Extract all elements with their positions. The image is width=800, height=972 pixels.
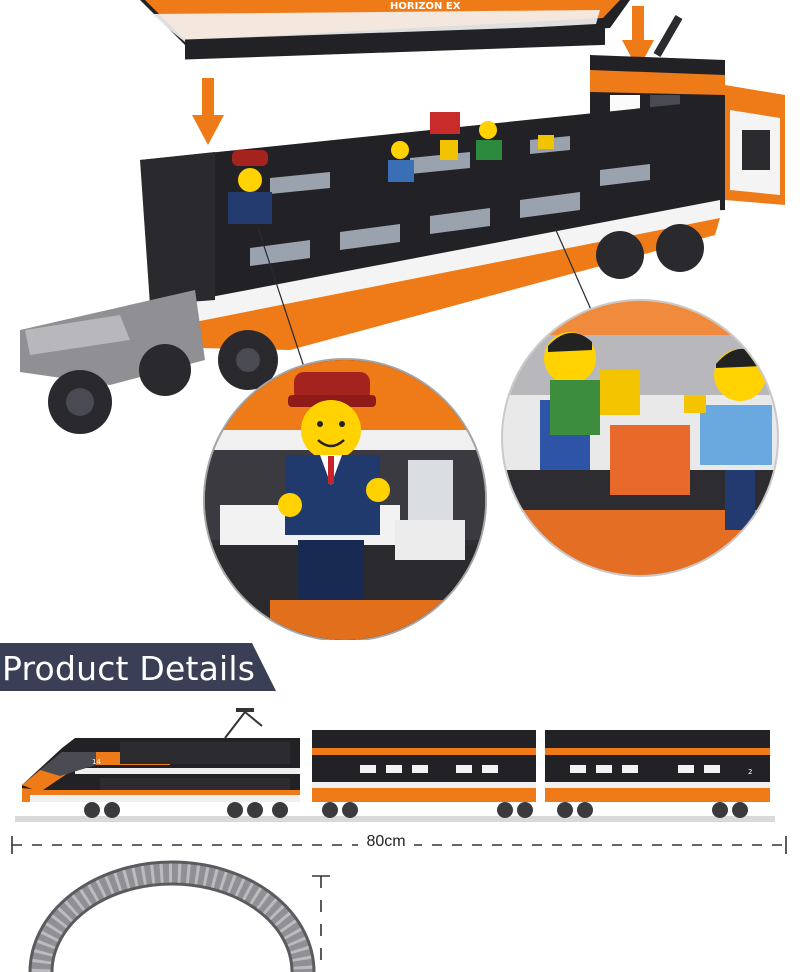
- zoom-bubble-conductor: [203, 358, 487, 640]
- train-car-body: [140, 14, 785, 350]
- roof-logo: HORIZON EX: [390, 1, 461, 12]
- zoom-bubble-passengers: [501, 299, 779, 577]
- bogie-left: [20, 224, 704, 434]
- section-title: Product Details: [2, 649, 256, 688]
- passenger-car-middle: [312, 730, 536, 818]
- locomotive: 14: [22, 708, 300, 818]
- section-banner: [0, 643, 276, 691]
- car-number: 14: [92, 758, 101, 766]
- length-label: 80cm: [358, 833, 414, 851]
- track-preview: [28, 860, 330, 972]
- passenger-car-rear: 2: [545, 730, 770, 818]
- hero-illustration: HORIZON EX: [20, 0, 785, 640]
- arrow-down-icon: [192, 78, 224, 145]
- callout-line: [257, 227, 306, 371]
- car-number: 2: [748, 768, 752, 776]
- train-side-view: 14 2: [15, 708, 775, 822]
- arrow-down-icon: [622, 6, 654, 70]
- roof-section: HORIZON EX: [140, 0, 630, 60]
